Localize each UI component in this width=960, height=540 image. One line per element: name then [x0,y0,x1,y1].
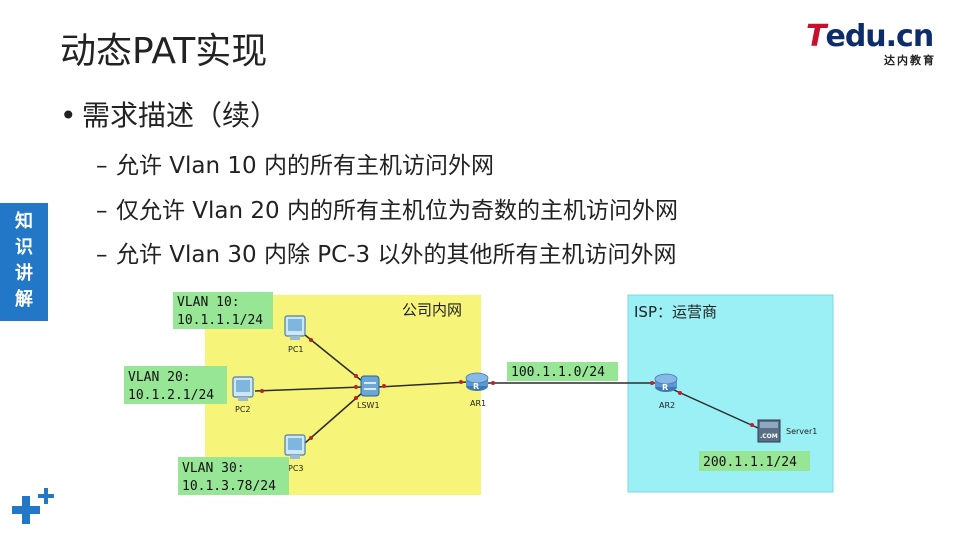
sub-dash: – [96,153,108,179]
link-lsw1-ar1 [377,381,468,388]
vlan30-box [178,457,289,495]
company-zone-label: 公司内网 [402,301,462,319]
slide-title: 动态PAT实现 [60,31,268,72]
bullet-item: •需求描述（续） [60,94,278,134]
server-badge: .COM [760,433,778,440]
link-endpoint-markers [260,338,754,440]
vlan20-line2: 10.1.2.1/24 [128,388,214,403]
bullet-text: 需求描述（续） [82,99,279,132]
ar2-label: AR2 [659,401,675,410]
ar1-router-glyph: R [473,382,479,391]
sub-item-text: 允许 Vlan 10 内的所有主机访问外网 [116,153,494,179]
server-icon[interactable] [757,419,781,443]
link-subnet-box [507,362,618,381]
vlan10-line1: VLAN 10: [177,295,240,310]
sub-dash: – [96,242,108,268]
pc1-icon[interactable] [284,315,306,340]
link-pc1-lsw1 [304,334,363,382]
logo-wordmark: Tedu.cn [806,19,934,54]
server1-label: Server1 [786,427,817,436]
sub-item-text: 允许 Vlan 30 内除 PC-3 以外的其他所有主机访问外网 [116,242,677,268]
sub-dash: – [96,198,108,224]
bullet-dot: • [60,99,77,132]
sub-item-3: –允许 Vlan 30 内除 PC-3 以外的其他所有主机访问外网 [96,235,676,269]
pc3-icon[interactable] [284,434,306,459]
sub-item-1: –允许 Vlan 10 内的所有主机访问外网 [96,146,494,180]
server-subnet-box [699,451,810,471]
router-ar2-icon[interactable] [654,373,678,392]
tedu-logo: Tedu.cn 达内教育 [806,19,936,68]
vlan20-box [124,366,227,404]
pc1-label: PC1 [288,345,304,354]
link-pc2-lsw1 [254,386,363,392]
link-ar2-server1 [673,389,759,429]
sub-item-text: 仅允许 Vlan 20 内的所有主机位为奇数的主机访问外网 [116,198,678,224]
lsw1-label: LSW1 [357,401,380,410]
pc2-icon[interactable] [232,376,254,401]
server-subnet-label: 200.1.1.1/24 [703,455,797,470]
plus-logo-icon [12,488,54,524]
sub-item-2: –仅允许 Vlan 20 内的所有主机位为奇数的主机访问外网 [96,191,678,225]
pc3-label: PC3 [288,464,304,473]
vlan20-line1: VLAN 20: [128,370,191,385]
logo-subtitle: 达内教育 [884,54,936,67]
pc2-label: PC2 [235,405,251,414]
side-tab-knowledge[interactable]: 知识讲解 [0,203,48,321]
vlan10-box [173,292,273,329]
vlan30-line2: 10.1.3.78/24 [182,479,276,494]
vlan10-line2: 10.1.1.1/24 [177,313,263,328]
side-tab-label: 知识讲解 [15,211,33,310]
ar1-label: AR1 [470,399,486,408]
isp-zone-label: ISP：运营商 [634,303,717,321]
link-pc3-lsw1 [304,392,363,444]
ar2-router-glyph: R [662,383,668,392]
switch-icon[interactable] [360,375,380,397]
link-subnet-label: 100.1.1.0/24 [511,365,605,380]
router-ar1-icon[interactable] [465,372,489,391]
vlan30-line1: VLAN 30: [182,461,245,476]
